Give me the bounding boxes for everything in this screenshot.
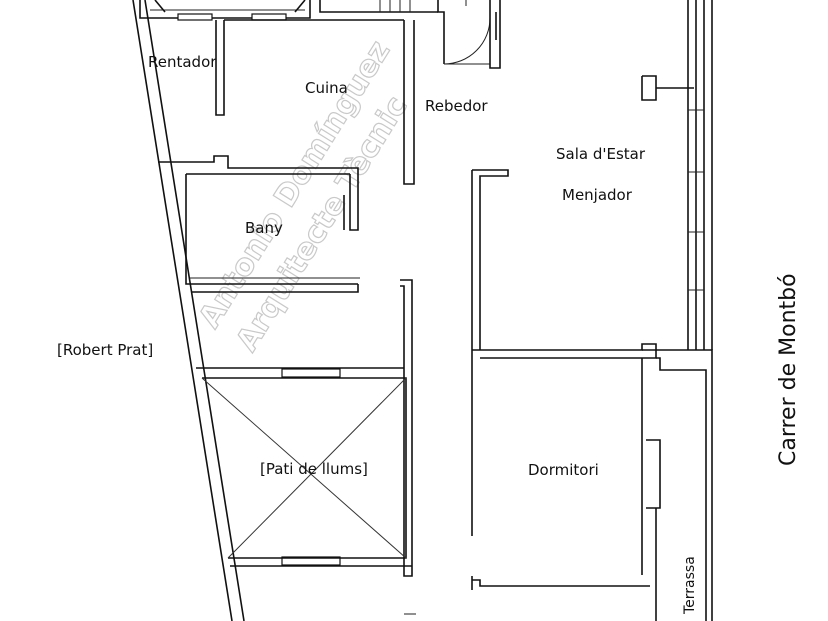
light-well <box>201 377 412 567</box>
room-label-terrassa: Terrassa <box>682 556 698 615</box>
room-label-menjador: Menjador <box>562 186 633 204</box>
room-label-cuina: Cuina <box>305 79 348 97</box>
windows <box>177 13 341 566</box>
bathroom-walls <box>185 174 360 293</box>
room-label-pati-llums: [Pati de llums] <box>260 460 368 478</box>
street-label-robert-prat: [Robert Prat] <box>57 341 153 359</box>
kitchen-walls <box>158 19 415 231</box>
room-label-rebedor: Rebedor <box>425 97 488 115</box>
bedroom-walls <box>404 343 657 615</box>
street-label-carrer-montbo: Carrer de Montbó <box>776 273 801 466</box>
room-label-bany: Bany <box>245 219 283 237</box>
room-label-rentador: Rentador <box>148 53 217 71</box>
room-label-sala-estar: Sala d'Estar <box>556 145 646 163</box>
right-facade <box>641 0 713 621</box>
left-facade <box>132 0 245 621</box>
entrance <box>437 0 501 69</box>
top-walls <box>139 0 467 19</box>
corridor-walls <box>196 169 509 577</box>
room-label-dormitori: Dormitori <box>528 461 599 479</box>
